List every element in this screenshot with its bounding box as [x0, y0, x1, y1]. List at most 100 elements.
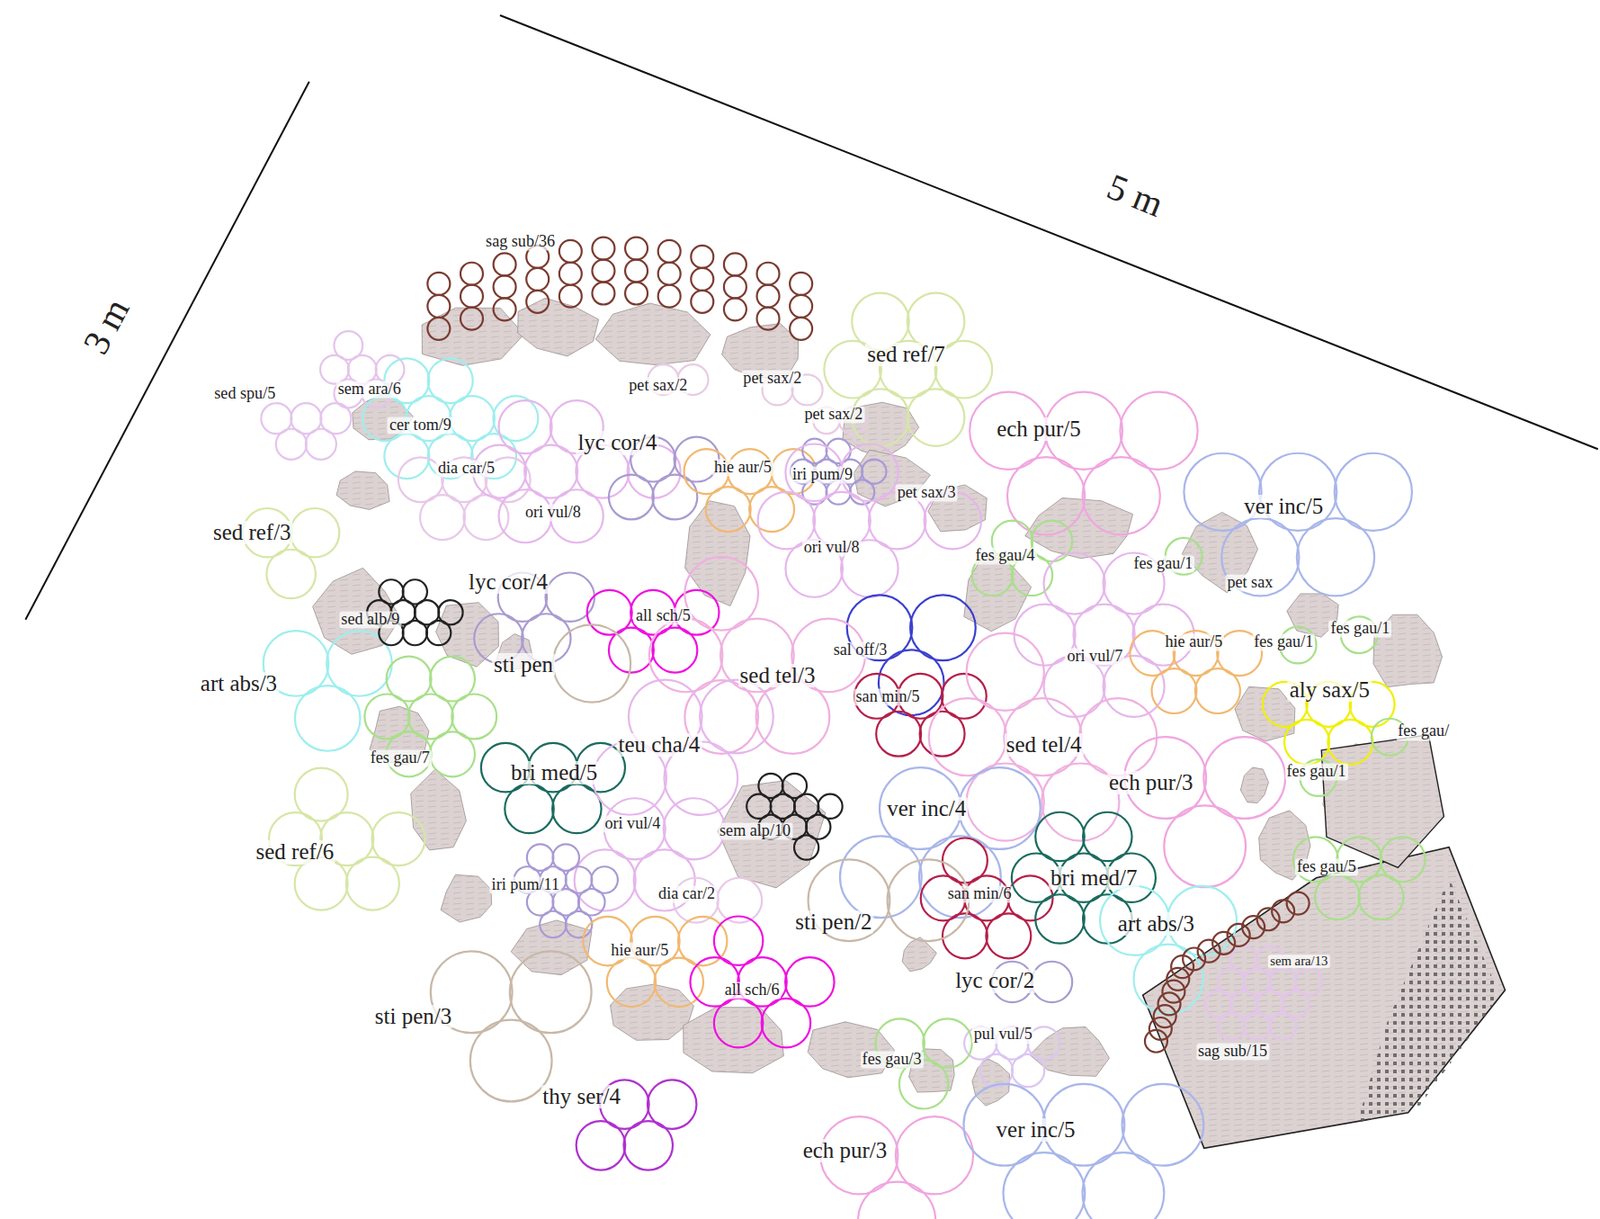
plant-label: pet sax	[1224, 573, 1275, 591]
stone	[1029, 1026, 1109, 1076]
plant-circle	[802, 438, 827, 464]
stone	[440, 874, 492, 922]
plant-label: sed ref/3	[211, 520, 294, 545]
plant-label: sti pen	[491, 652, 555, 677]
plant-circle	[260, 402, 292, 434]
plant-circle	[625, 237, 648, 260]
plant-circle	[789, 317, 813, 340]
plant-circle	[493, 275, 517, 298]
plant-circle	[1327, 719, 1373, 765]
stone	[510, 920, 592, 975]
plant-label: all sch/5	[634, 607, 693, 626]
plant-circle	[690, 268, 714, 291]
plant-label: cer tom/9	[387, 417, 454, 435]
plant-circle	[1358, 874, 1404, 920]
plant-circle	[942, 838, 988, 884]
dimension-label: 5 m	[1099, 167, 1171, 226]
stone	[1240, 767, 1269, 804]
plant-circle	[919, 835, 1002, 918]
plant-label: fes gau/1	[1285, 762, 1349, 780]
plant-circle	[526, 268, 549, 291]
plant-label: ver inc/4	[884, 795, 968, 820]
plant-label: hie aur/5	[712, 458, 774, 476]
plant-label: iri pum/9	[790, 465, 855, 483]
plant-circle	[608, 474, 654, 520]
plant-circle	[591, 259, 615, 283]
plant-label: sti pen/2	[793, 909, 874, 933]
plant-label: fes gau/5	[1295, 858, 1359, 876]
plant-circle	[559, 262, 582, 286]
plant-circle	[428, 357, 474, 403]
plant-circle	[552, 784, 601, 833]
plant-circle	[690, 290, 714, 313]
plant-circle	[427, 317, 450, 340]
dimension-label: 3 m	[76, 291, 139, 363]
plant-circle	[789, 272, 813, 295]
plant-label: sag sub/15	[1196, 1042, 1270, 1060]
plant-circle	[1133, 944, 1203, 1014]
plant-circle	[684, 556, 759, 631]
plant-circle	[426, 620, 451, 645]
plant-circle	[1195, 668, 1241, 714]
plant-label: aly sax/5	[1287, 678, 1372, 702]
plant-circle	[920, 711, 966, 757]
plant-label: lyc cor/2	[953, 968, 1037, 993]
plant-label: ech pur/5	[994, 416, 1083, 440]
plant-label: ver inc/5	[994, 1117, 1078, 1142]
plant-circle	[526, 290, 549, 313]
plant-circle	[757, 307, 780, 331]
plant-circle	[756, 679, 831, 754]
plant-circle	[1153, 1004, 1177, 1028]
stone	[595, 303, 711, 366]
plant-circle	[378, 579, 403, 604]
plant-label: fes gau/7	[368, 749, 432, 767]
stone	[610, 983, 695, 1040]
plant-label: fes gau/1	[1251, 633, 1315, 651]
plant-label: san min/6	[946, 884, 1014, 903]
plant-circle	[652, 474, 698, 520]
plant-label: fes gau/	[1395, 723, 1451, 741]
stone	[972, 1058, 1011, 1107]
plant-circle	[907, 388, 966, 447]
stone	[807, 1021, 894, 1078]
plant-circle	[493, 252, 517, 276]
plant-circle	[1162, 980, 1185, 1003]
plant-circle	[470, 1019, 553, 1102]
stone	[902, 937, 937, 972]
plant-circle	[553, 624, 631, 702]
plant-label: sem alp/10	[717, 822, 793, 840]
plant-circle	[591, 237, 615, 260]
plant-label: ver inc/5	[1242, 494, 1325, 519]
plant-circle	[652, 627, 698, 673]
plant-circle	[858, 1181, 936, 1219]
plant-label: lyc cor/4	[466, 570, 550, 594]
plant-circle	[1082, 456, 1161, 535]
plant-circle	[1003, 1152, 1086, 1219]
plant-label: sed alb/9	[339, 610, 402, 628]
plant-circle	[552, 843, 579, 870]
plant-circle	[758, 773, 783, 798]
plant-circle	[539, 911, 566, 938]
plant-circle	[591, 282, 615, 305]
plant-circle	[499, 400, 553, 454]
plant-circle	[690, 245, 714, 269]
plant-circle	[1031, 961, 1073, 1002]
plant-label: dia car/2	[656, 884, 717, 903]
plant-circle	[294, 768, 349, 822]
plant-label: sed tel/3	[738, 663, 818, 688]
plant-label: sti pen/3	[373, 1004, 454, 1028]
plant-circle	[576, 1120, 626, 1170]
plant-circle	[789, 294, 813, 318]
plant-label: art abs/3	[1116, 911, 1197, 936]
plant-circle	[761, 998, 811, 1047]
plant-circle	[1231, 946, 1258, 973]
plant-circle	[1163, 804, 1246, 887]
plant-label: fes gau/1	[1328, 619, 1392, 637]
plant-label: ori vul/8	[802, 539, 862, 557]
plant-circle	[1011, 1054, 1045, 1087]
plant-circle	[826, 438, 851, 464]
plant-circle	[757, 285, 780, 308]
plant-circle	[1082, 812, 1132, 861]
plant-circle	[658, 240, 681, 263]
plant-label: fes gau/3	[860, 1050, 924, 1068]
